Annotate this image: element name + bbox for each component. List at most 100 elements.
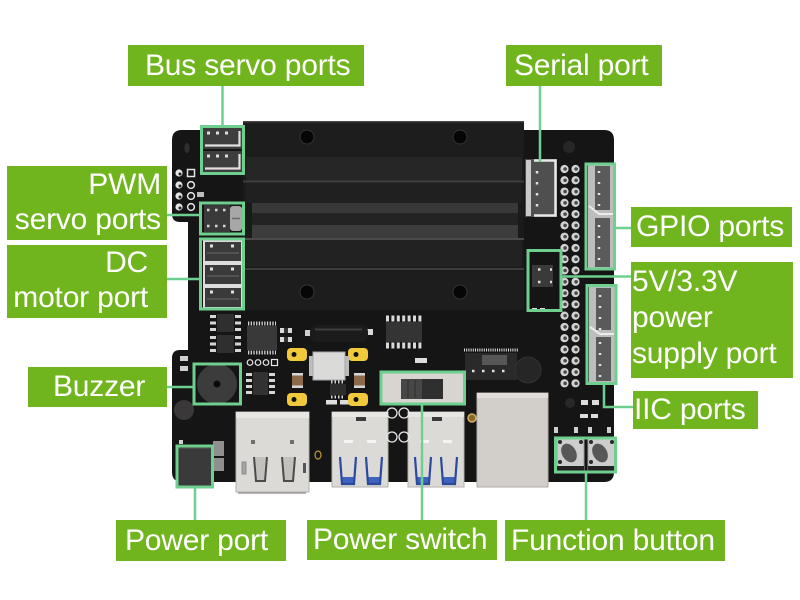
- usb-latch-tab: [420, 440, 429, 443]
- ic-chip: [386, 322, 422, 342]
- header-pin-hole-center: [563, 212, 567, 216]
- mounting-slot: [184, 143, 190, 153]
- heatsink-fin: [252, 213, 518, 225]
- regulator-pads: [287, 348, 368, 406]
- header-pin-hole-center: [563, 280, 567, 284]
- header-pin-hole-center: [563, 313, 567, 318]
- ic-chip: [330, 384, 346, 395]
- jst-housing-frame: [205, 154, 241, 170]
- pin-hole-center: [178, 184, 182, 188]
- iic-connectors: [589, 286, 615, 383]
- heatsink-top-plate: [243, 121, 524, 157]
- label-text: Buzzer: [53, 370, 146, 403]
- label-bus-servo-ports: Bus servo ports: [128, 45, 364, 86]
- label-power-port: Power port: [116, 520, 286, 561]
- usb3-spring-tab: [439, 456, 459, 486]
- jst-3pin-housing: [203, 128, 242, 149]
- pin-hole: [186, 191, 196, 201]
- header-pin-hole-center: [563, 167, 567, 171]
- header-pin-hole-center: [563, 178, 567, 183]
- highlight-buzzer: [192, 362, 242, 406]
- header-pin-hole-center: [574, 178, 578, 183]
- usb3-blue-insert: [342, 477, 354, 484]
- label-text-line-2: motor port: [13, 281, 148, 314]
- header-pin-hole-center: [563, 325, 567, 329]
- highlight-bus-servo-ports: [200, 125, 245, 175]
- pad-hole: [291, 397, 297, 402]
- pad-hole: [353, 397, 359, 402]
- header-pin-hole-center: [563, 336, 567, 341]
- header-pin-hole-center: [563, 381, 567, 386]
- label-pwm-servo-ports: PWM servo ports: [7, 166, 167, 240]
- usb-latch-tab: [367, 440, 376, 443]
- label-dc-motor-port: DC motor port: [7, 245, 167, 318]
- housing-notch: [589, 326, 614, 335]
- ethernet-port: [476, 392, 549, 488]
- pin-hole-square: [186, 168, 196, 178]
- regulator-ic: [330, 380, 346, 399]
- smd-pad: [588, 427, 592, 433]
- gpio-pin-header-holes: [560, 164, 580, 388]
- buzzer-sound-hole: [213, 380, 221, 388]
- usb3-blue-insert: [368, 477, 380, 484]
- label-text: GPIO ports: [636, 210, 785, 243]
- header-pin-hole-center: [563, 358, 567, 363]
- highlight-gpio-ports: [584, 162, 616, 271]
- inductor-pad: [309, 356, 313, 376]
- power-select-header: [532, 265, 553, 287]
- usb-latch-slot: [356, 417, 366, 421]
- heatsink-fin: [246, 240, 522, 267]
- header-pin-hole-center: [574, 325, 578, 329]
- header-pin-hole-center: [563, 268, 567, 273]
- pin-header-base: [532, 265, 553, 287]
- test-point-square: [270, 358, 279, 367]
- header-pin-hole-center: [574, 189, 578, 194]
- housing-channel: [595, 166, 610, 210]
- tantalum-capacitors: [292, 373, 365, 388]
- label-power-switch: Power switch: [307, 520, 497, 560]
- pin-hole: [186, 202, 196, 212]
- gold-pad: [287, 393, 307, 406]
- label-text: IIC ports: [634, 393, 746, 426]
- highlight-pwm-servo-ports: [199, 201, 245, 236]
- header-pin-hole-center: [574, 280, 578, 284]
- switch-base: [588, 466, 615, 471]
- label-text-line-2: power: [632, 301, 713, 334]
- label-text: Bus servo ports: [145, 49, 351, 82]
- label-text-line-1: 5V/3.3V: [632, 265, 738, 298]
- through-hole: [398, 407, 410, 419]
- through-hole: [398, 431, 410, 443]
- heatsink-screw-hole: [299, 284, 315, 300]
- heatsink-fin: [246, 157, 522, 181]
- capacitor-cap: [354, 385, 365, 388]
- header-pin-hole-center: [574, 201, 578, 205]
- usb-shell: [235, 411, 310, 493]
- highlight-dc-motor-port: [199, 237, 245, 311]
- jst-housing-frame: [534, 159, 557, 217]
- usb-latch-hole: [290, 440, 294, 444]
- highlight-function-button: [554, 436, 617, 474]
- leader-lines: [167, 86, 633, 520]
- usb3-spring-tab: [338, 456, 358, 486]
- capacitor: [292, 373, 303, 388]
- usb3-blue-insert: [443, 477, 455, 484]
- soic-chip: [246, 372, 275, 395]
- header-pin-hole-center: [574, 358, 578, 363]
- ic-chip: [217, 335, 234, 353]
- label-text-line-2: servo ports: [14, 203, 161, 236]
- smd-resistor: [592, 400, 599, 405]
- round-capacitor: [514, 356, 542, 384]
- left-pin-holes: [175, 168, 204, 212]
- switch-actuator: [592, 443, 608, 463]
- smd-resistor: [180, 366, 188, 371]
- through-hole: [386, 431, 398, 443]
- mounting-hole: [563, 141, 575, 153]
- pin-hole-center: [178, 172, 182, 176]
- header-pin-hole-center: [574, 257, 578, 262]
- serial-port-connector: [525, 159, 557, 217]
- smd-resistor: [580, 414, 588, 418]
- ic-chip: [217, 314, 234, 332]
- usb-latch-tab: [443, 440, 452, 443]
- usb2-port: [235, 411, 310, 494]
